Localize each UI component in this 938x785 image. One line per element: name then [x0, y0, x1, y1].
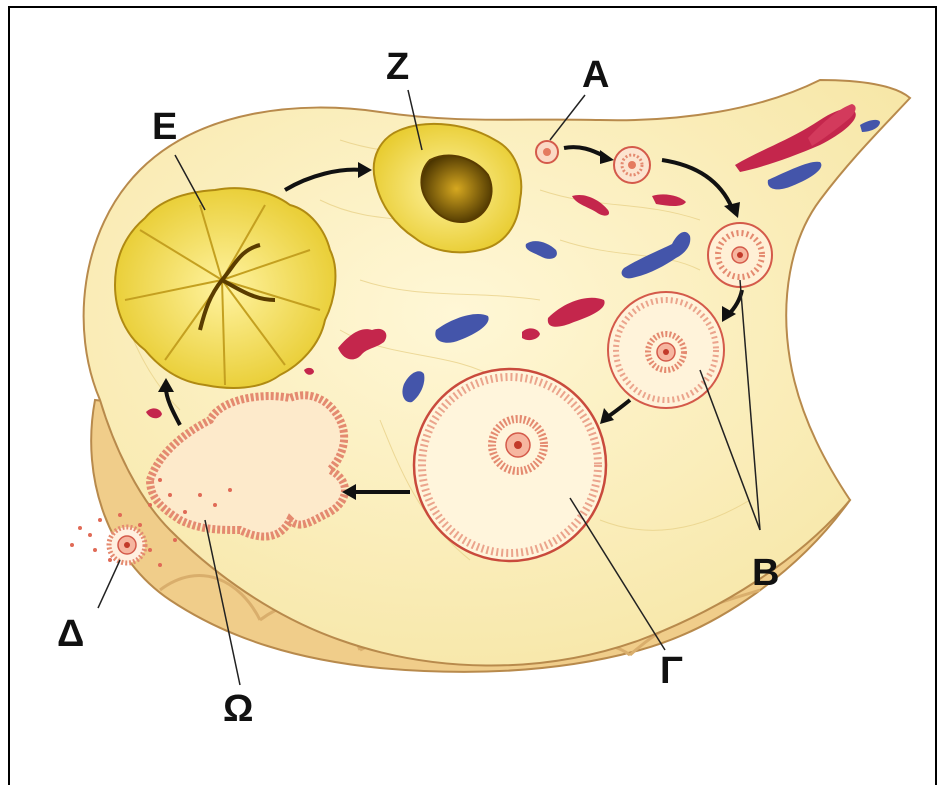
label-B: B: [752, 554, 779, 592]
label-Z: Z: [386, 48, 409, 86]
secondary-follicle-small: [708, 223, 772, 287]
label-Delta: Δ: [57, 615, 84, 653]
released-oocyte-Delta: [109, 527, 145, 563]
label-Omega: Ω: [223, 690, 253, 728]
primordial-follicle-A: [536, 141, 558, 163]
graafian-follicle-Gamma: [414, 369, 606, 561]
label-A: A: [582, 56, 609, 94]
label-E: E: [152, 108, 177, 146]
secondary-follicle-large: [608, 292, 724, 408]
leader-Delta: [98, 560, 120, 608]
primary-follicle: [614, 147, 650, 183]
label-Gamma: Γ: [660, 652, 683, 690]
